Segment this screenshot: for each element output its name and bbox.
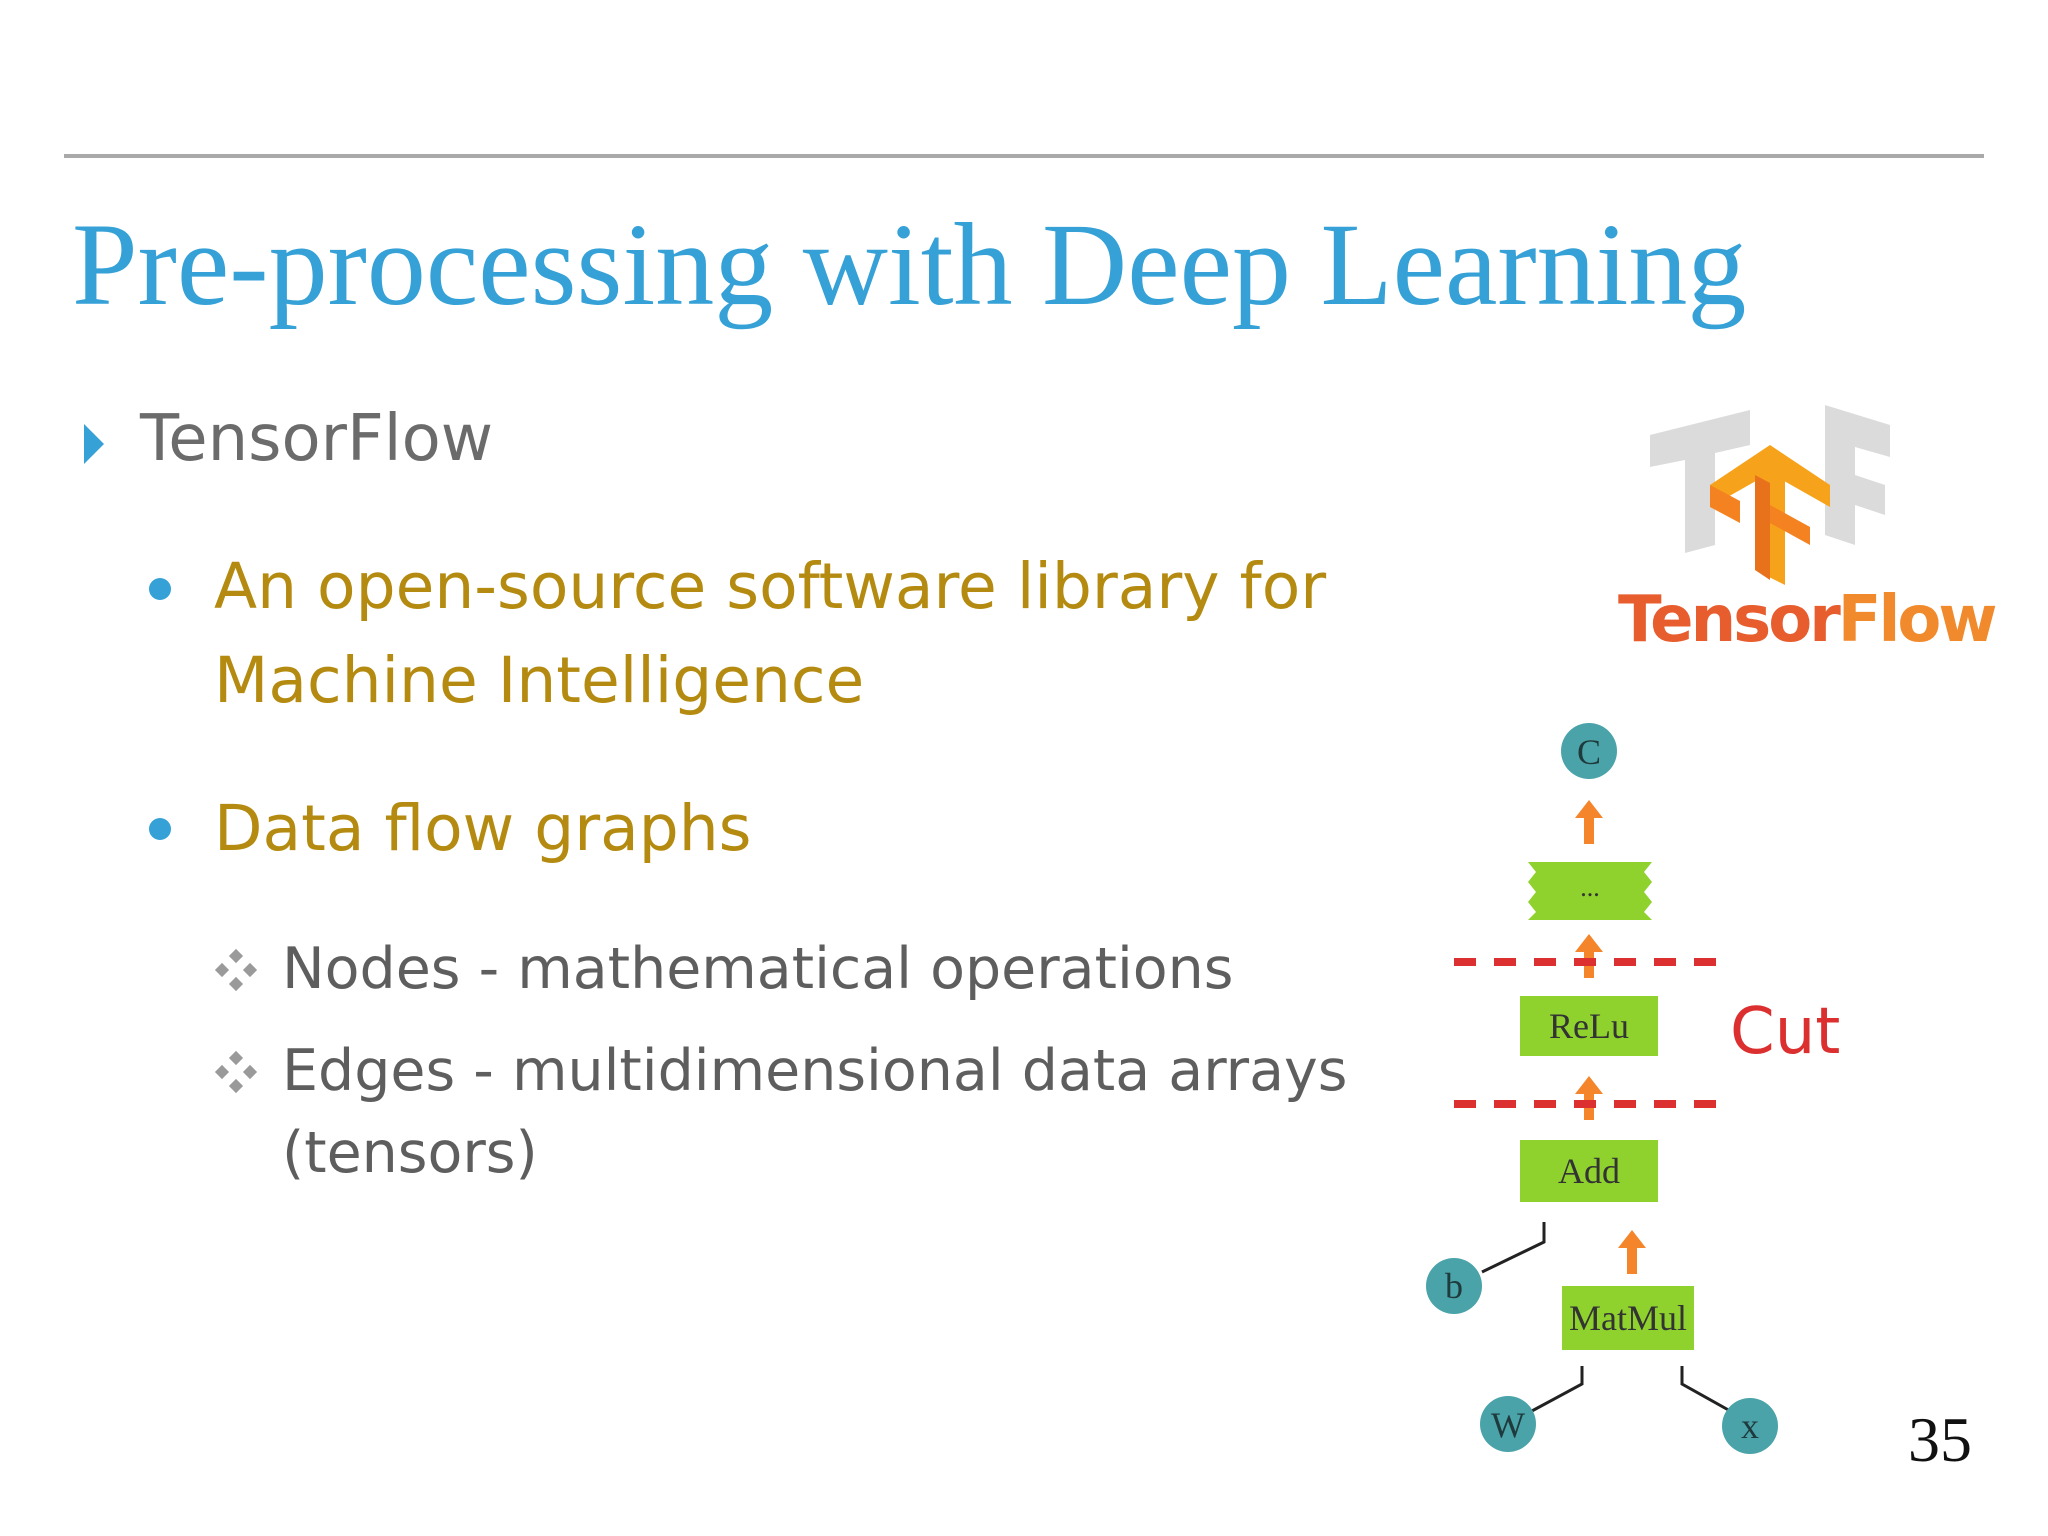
- node-relu: [1520, 996, 1658, 1056]
- diamond-bullet-icon: [214, 1050, 258, 1094]
- edge-x-matmul: [1680, 1366, 1733, 1414]
- slide-title: Pre-processing with Deep Learning: [72, 199, 1747, 330]
- tensorflow-logo-icon: [1650, 405, 1890, 585]
- triangle-bullet-icon: [84, 424, 104, 464]
- node-matmul: [1562, 1286, 1694, 1350]
- node-b-label: b: [1445, 1266, 1463, 1306]
- bullet-dot-icon: [149, 818, 171, 840]
- arrow-up-icon: [1575, 800, 1603, 844]
- logo-text-tensor: Tensor: [1618, 583, 1841, 657]
- bullet-dot-icon: [149, 578, 171, 600]
- arrow-up-icon: [1575, 1076, 1603, 1120]
- bullet-nodes: Nodes - mathematical operations: [282, 936, 1234, 1002]
- node-add: [1520, 1140, 1658, 1202]
- cut-label: Cut: [1730, 995, 1841, 1069]
- bullet-data-flow: Data flow graphs: [214, 792, 752, 865]
- bullet-tensorflow: TensorFlow: [140, 402, 494, 476]
- node-ellipsis: [1528, 862, 1652, 920]
- tensorflow-logo-text: TensorFlow: [1618, 580, 1998, 660]
- bullet-library-line1: An open-source software library for: [214, 550, 1327, 623]
- edge-b-add: [1481, 1222, 1546, 1274]
- node-x-label: x: [1741, 1406, 1759, 1446]
- node-matmul-label: MatMul: [1569, 1298, 1687, 1338]
- node-c: [1561, 723, 1617, 779]
- page-number: 35: [1908, 1404, 1972, 1475]
- node-add-label: Add: [1558, 1151, 1620, 1191]
- logo-text-flow: Flow: [1837, 583, 1998, 657]
- diamond-bullet-icon: [214, 948, 258, 992]
- node-x: [1722, 1398, 1778, 1454]
- node-w-label: W: [1491, 1405, 1525, 1445]
- node-relu-label: ReLu: [1549, 1006, 1629, 1046]
- node-c-label: C: [1577, 732, 1601, 772]
- bullet-edges-line1: Edges - multidimensional data arrays: [282, 1038, 1348, 1104]
- arrow-up-icon: [1575, 934, 1603, 978]
- node-w: [1480, 1396, 1536, 1452]
- bullet-edges-line2: (tensors): [282, 1120, 538, 1186]
- bullet-library-line2: Machine Intelligence: [214, 644, 865, 717]
- node-ellipsis-label: ...: [1580, 873, 1600, 902]
- arrow-up-icon: [1618, 1230, 1646, 1274]
- header-rule: [64, 154, 1984, 158]
- edge-w-matmul: [1529, 1366, 1584, 1414]
- node-b: [1426, 1258, 1482, 1314]
